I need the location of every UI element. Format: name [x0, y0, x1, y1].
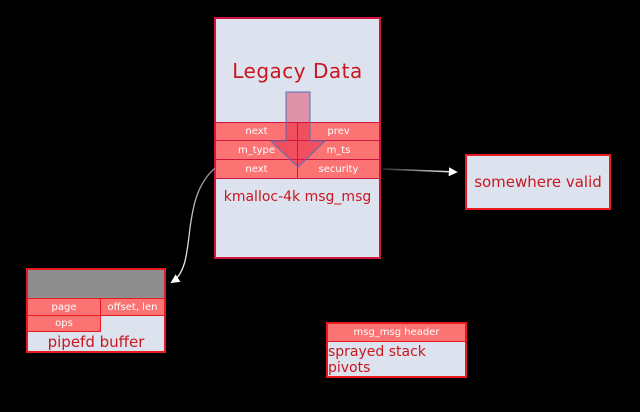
field-next-2: next	[216, 160, 298, 178]
sprayed-stack-pivots-label: sprayed stack pivots	[328, 343, 426, 376]
kmalloc-caption: kmalloc-4k msg_msg	[223, 189, 372, 205]
field-security: security	[318, 163, 359, 175]
legacy-data-title: Legacy Data	[232, 58, 363, 83]
field-m-ts: m_ts	[326, 144, 351, 156]
pipefd-buffer-box: page offset, len ops pipefd buffer	[26, 268, 166, 353]
msg-msg-struct-rows: next prev m_type m_ts next security	[216, 122, 379, 179]
field-prev: prev	[327, 126, 350, 137]
field-next: next	[216, 123, 298, 140]
stack-pivots-box: msg_msg header sprayed stack pivots	[326, 322, 467, 378]
field-m-type: m_type	[216, 141, 298, 159]
pipefd-row-page-offset: page offset, len	[28, 299, 164, 316]
struct-row-mtype-mts: m_type m_ts	[216, 141, 379, 160]
field-page: page	[28, 299, 101, 315]
connector-arrow-to-somewhere-valid-icon	[382, 167, 458, 177]
struct-row-next-prev: next prev	[216, 122, 379, 141]
somewhere-valid-label: somewhere valid	[474, 173, 602, 191]
pipefd-row-ops: ops	[28, 316, 164, 332]
struct-row-next-security: next security	[216, 160, 379, 179]
field-offset-len: offset, len	[107, 301, 158, 313]
legacy-data-box: Legacy Data next prev m_type m_ts next s…	[214, 17, 381, 259]
somewhere-valid-box: somewhere valid	[465, 154, 611, 210]
pipefd-buffer-label: pipefd buffer	[47, 333, 145, 351]
field-ops: ops	[28, 316, 101, 332]
connector-arrow-to-pipefd-buffer-icon	[170, 167, 216, 283]
msg-msg-header-row: msg_msg header	[328, 324, 465, 342]
pipefd-gray-region	[28, 270, 164, 299]
